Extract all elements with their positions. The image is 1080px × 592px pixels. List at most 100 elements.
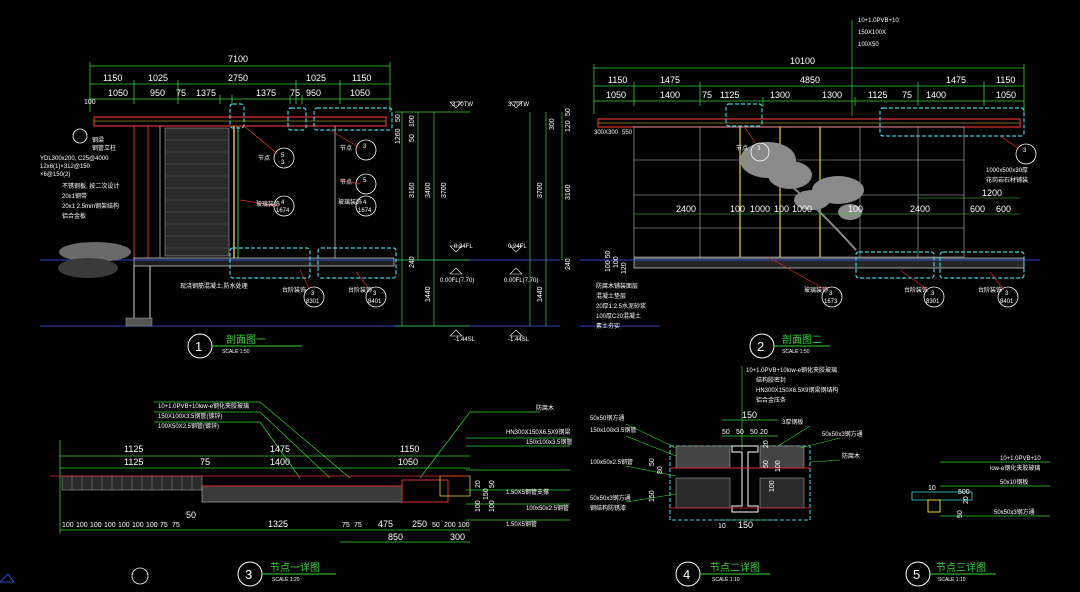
section-2-mid-dims [634,197,1020,215]
dim-label: 1150 [352,73,371,83]
concrete-fill [675,477,731,509]
section-2-top-notes: 10+1.0PVB+10 150X100X 100X50 [858,18,899,48]
dim-label: 80 [657,466,664,474]
dim-label: 100 50 [605,250,612,272]
note: 100X50 [858,42,879,48]
dim-label: 50 [736,429,744,436]
dim-label: 150 [738,520,753,530]
dim-label: 600 [996,204,1011,214]
dim-label: 100 [84,99,96,106]
section-1: 7100 1150 1025 2750 1025 1150 100 1050 9… [40,54,572,359]
section-2-left-notes: 300X300 550 防腐木铺装面层 混凝土垫层 20厚1:2.5水泥砂浆 1… [594,130,646,330]
dim-label: 3160 [565,184,572,200]
note: 300X300 [594,130,619,136]
callout-label: 节点 [340,178,352,186]
callout-label: 台阶装饰 [348,286,372,294]
dim-label: 50 [395,114,402,122]
section-2-dimensions [593,64,1025,114]
note: 550 [622,130,633,136]
callout-label: 玻璃装饰 [256,200,280,208]
callout-label: 台阶装饰 [978,286,1002,294]
dim-label: 100 [409,115,416,127]
section-1-callout-text: 5 3 4 1674 3 5 4 1674 3 8301 3 8401 节点 玻… [256,144,382,305]
dim-label: 1400 [270,457,290,467]
dim-label: 120 [621,262,628,274]
section-2-callout-circles [750,142,1037,308]
dim-label: 75 [342,522,350,529]
dim-label: 1000 [792,204,812,214]
callout-ref: 1674 [276,208,290,214]
detail-3: 10+1.0PVB+10low-e钢化夹胶玻璃 150X100X3.5钢管(镀锌… [0,401,572,587]
drawing-number: 2 [757,339,764,354]
drawing-number: 4 [683,567,690,582]
dim-label: 100 [613,256,620,268]
dim-label: 20 [763,440,770,448]
callout-label: 台阶装饰 [904,286,928,294]
detail-4-left-notes: 50x50钢方通 150x100x3.5钢管 100x50x2.5钢管 50x5… [590,414,636,512]
foundation-pier [133,266,151,323]
note: 150x100x3.5钢管 [526,438,572,446]
dim-label: 1400 [660,90,680,100]
pit-note: 现浇钢筋混凝土,防水处理 [180,282,248,290]
note: 100X50X2.5钢管(镀锌) [158,422,219,430]
dim-label: 75 [176,88,186,98]
callout-number: 5 [363,178,367,184]
dim-label: 100 [90,522,102,529]
dim-label: 75 [902,90,912,100]
dim-label: 1050 [108,88,128,98]
note: 10+1.0PVB+10low-e钢化夹胶玻璃 [746,366,837,374]
note: 10+1.0PVB+10 [858,18,899,24]
dim-label: 2400 [676,204,696,214]
note: 50x50钢方通 [590,414,624,422]
deck-board-lines [71,476,193,490]
dim-label: 250 [412,519,427,529]
section-1-row1: 1150 1025 2750 1025 1150 [103,73,371,83]
section-1-vertical-dims [395,111,470,327]
elevation-label: 0.24FL [454,244,473,250]
dim-label: 1150 [103,73,122,83]
callout-ref: 3 [281,160,285,166]
note: 铝合金压条 [756,396,786,404]
section-1-notes: YDL300x200, C25@4000 12x6(1)×312@150 ×6@… [40,136,119,220]
section-2-overall-dim: 10100 [790,56,815,66]
layer-label: 100厚C20混凝土 [596,312,641,320]
dim-label: 1025 [148,73,168,83]
dim-label: 100 [76,522,88,529]
dim-label: 1475 [660,75,680,85]
dim-label: 75 [200,457,210,467]
dim-label: 950 [150,88,165,98]
dim-label: 100 [62,522,74,529]
dim-label: 50 [763,460,770,468]
note: 150x100x3.5钢管 [590,426,636,434]
dim-label: 1125 [868,90,887,100]
dim-label: 1150 [400,444,419,454]
section-2-leaders [743,125,1019,291]
dim-label: 150 [742,410,757,420]
note: 钢管立柱 [92,144,116,152]
callout-number: 4 [281,200,285,206]
callout-ref: 8301 [926,299,940,305]
drawing-title: 剖面图二 [782,333,822,346]
dim-label: 1325 [268,519,288,529]
dim-label: 100 [104,522,116,529]
detail-5-notes: 10+1.0PVB+10 low-e钢化夹胶玻璃 50x10钢板 50x50x3… [990,456,1041,516]
dim-label: 100 [775,460,782,472]
dim-label: 20 [760,429,768,436]
note: 防腐木 [536,404,554,412]
dim-label: 1050 [996,90,1016,100]
dim-label: 1050 [606,90,626,100]
callout-label: 节点 [736,144,748,152]
section-2: 10100 1150 1475 4850 1475 1150 1050 1400… [580,18,1040,359]
layer-label: 20厚1:2.5水泥砂浆 [596,302,646,310]
dim-label: 1150 [996,75,1015,85]
section-1-elevations: 3.70TW 0.24FL 0.00FL(7.70) -1.44SL [440,102,476,343]
detail-4: 10+1.0PVB+10low-e钢化夹胶玻璃 结构胶密封 HN300X150X… [590,366,863,587]
dim-label: 50 [649,458,656,466]
elevation-label: 0.24FL [508,244,527,250]
dim-label: 1300 [770,90,790,100]
steel-beam-section [401,479,449,503]
dim-label: 20 [475,480,482,488]
dim-label: 500 [958,489,970,496]
detail-3-right-notes: HN300X150X6.5X9钢梁 150x100x3.5钢管 1.50X5钢管… [506,404,572,528]
dim-label: 75 [160,522,168,529]
